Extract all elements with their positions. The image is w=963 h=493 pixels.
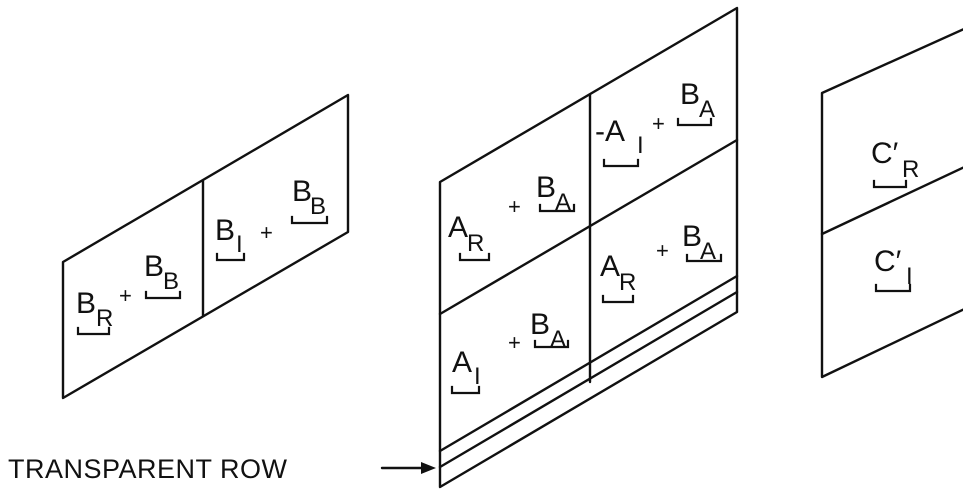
panel-c-top-sub: R	[902, 156, 919, 183]
panel-a-bl-b-bracket	[533, 339, 570, 349]
panel-a-br-plus: +	[656, 238, 669, 263]
panel-c-bottom-sub: I	[906, 263, 913, 290]
panel-b-cell-1-b-sub: B	[163, 268, 179, 295]
transparent-row-caption: TRANSPARENT ROW	[8, 454, 288, 484]
panel-a-bl-b-sub: A	[550, 326, 566, 353]
panel-a-cell-top-left: A R + B A	[448, 171, 576, 262]
panel-a-tl-a-main: A	[448, 211, 468, 244]
panel-a-br-a-main: A	[600, 250, 620, 283]
panel-a-tl-b-bracket	[538, 203, 576, 213]
panel-a-tr-a-main: -A	[595, 115, 625, 148]
callout-arrowhead	[421, 462, 436, 474]
panel-b-cell-1: B R + B B	[76, 250, 182, 336]
panel-b-cell-2-a-bracket	[215, 252, 246, 262]
panel-b-cell-2-a-main: B	[215, 214, 235, 247]
panel-b-cell-1-b-bracket	[144, 290, 182, 300]
panel-b-cell-1-b-main: B	[144, 250, 164, 283]
panel-b-cell-1-a-bracket	[76, 326, 111, 336]
panel-a-br-b-sub: A	[700, 238, 716, 265]
panel-b-outline	[61, 93, 350, 400]
panel-c: C′ R C′ I	[820, 28, 963, 379]
transparent-row-line-1	[438, 274, 739, 453]
panel-a-tr-b-sub: A	[699, 96, 715, 123]
panel-a-tr-a-bracket	[602, 158, 640, 168]
transparent-row-callout: TRANSPARENT ROW	[8, 454, 436, 484]
panel-a-bl-b-main: B	[530, 308, 550, 341]
panel-c-bottom-bracket	[874, 283, 912, 293]
panel-a-cell-top-right: -A I + B A	[595, 78, 715, 168]
transparent-row-line-2	[438, 290, 739, 469]
panel-c-cell-top: C′ R	[871, 137, 919, 189]
panel-c-top-bracket	[872, 179, 908, 189]
panel-b: B R + B B B I + B B	[61, 93, 350, 400]
panel-c-bottom-main: C′	[874, 245, 902, 278]
panel-a-bl-a-bracket	[450, 385, 481, 395]
panel-a-tl-a-sub: R	[467, 230, 484, 257]
panel-a-br-a-sub: R	[619, 269, 636, 296]
panel-b-cell-2-plus: +	[260, 220, 273, 245]
panel-a-tr-plus: +	[652, 111, 665, 136]
panel-a-tr-b-bracket	[676, 117, 713, 127]
panel-a-bl-plus: +	[508, 330, 521, 355]
panel-a-tl-plus: +	[508, 194, 521, 219]
panel-a-tl-b-sub: A	[555, 189, 571, 216]
panel-a-tr-b-main: B	[680, 78, 700, 111]
panel-a-outline	[438, 6, 739, 489]
panel-c-divider	[820, 166, 963, 236]
panel-c-top-main: C′	[871, 137, 899, 170]
panel-a-br-b-main: B	[682, 220, 702, 253]
panel-b-cell-2-a-sub: I	[236, 231, 243, 258]
panel-a-br-a-bracket	[601, 294, 635, 304]
panel-a-bl-a-sub: I	[474, 363, 481, 390]
panel-a-cell-bottom-left: A I + B A	[450, 308, 570, 395]
panel-a-tr-a-sub: I	[637, 132, 644, 159]
panel-a-tl-b-main: B	[536, 171, 556, 204]
panel-a-cell-bottom-right: A R + B A	[600, 220, 723, 304]
panel-b-cell-1-a-main: B	[76, 287, 96, 320]
panel-a-br-b-bracket	[685, 253, 723, 263]
panel-a-tl-a-bracket	[458, 252, 491, 262]
panel-a: A R + B A -A I + B A A I + B A	[438, 6, 739, 489]
panel-a-row-divider	[438, 138, 739, 316]
panel-b-cell-2-b-main: B	[292, 175, 312, 208]
panel-b-cell-2-b-sub: B	[310, 193, 326, 220]
panel-b-cell-1-plus: +	[119, 283, 132, 308]
panel-b-cell-2-b-bracket	[290, 215, 329, 225]
panel-b-cell-2: B I + B B	[215, 175, 329, 262]
panel-b-cell-1-a-sub: R	[96, 305, 113, 332]
panel-a-bl-a-main: A	[452, 346, 472, 379]
panel-c-cell-bottom: C′ I	[874, 245, 913, 293]
